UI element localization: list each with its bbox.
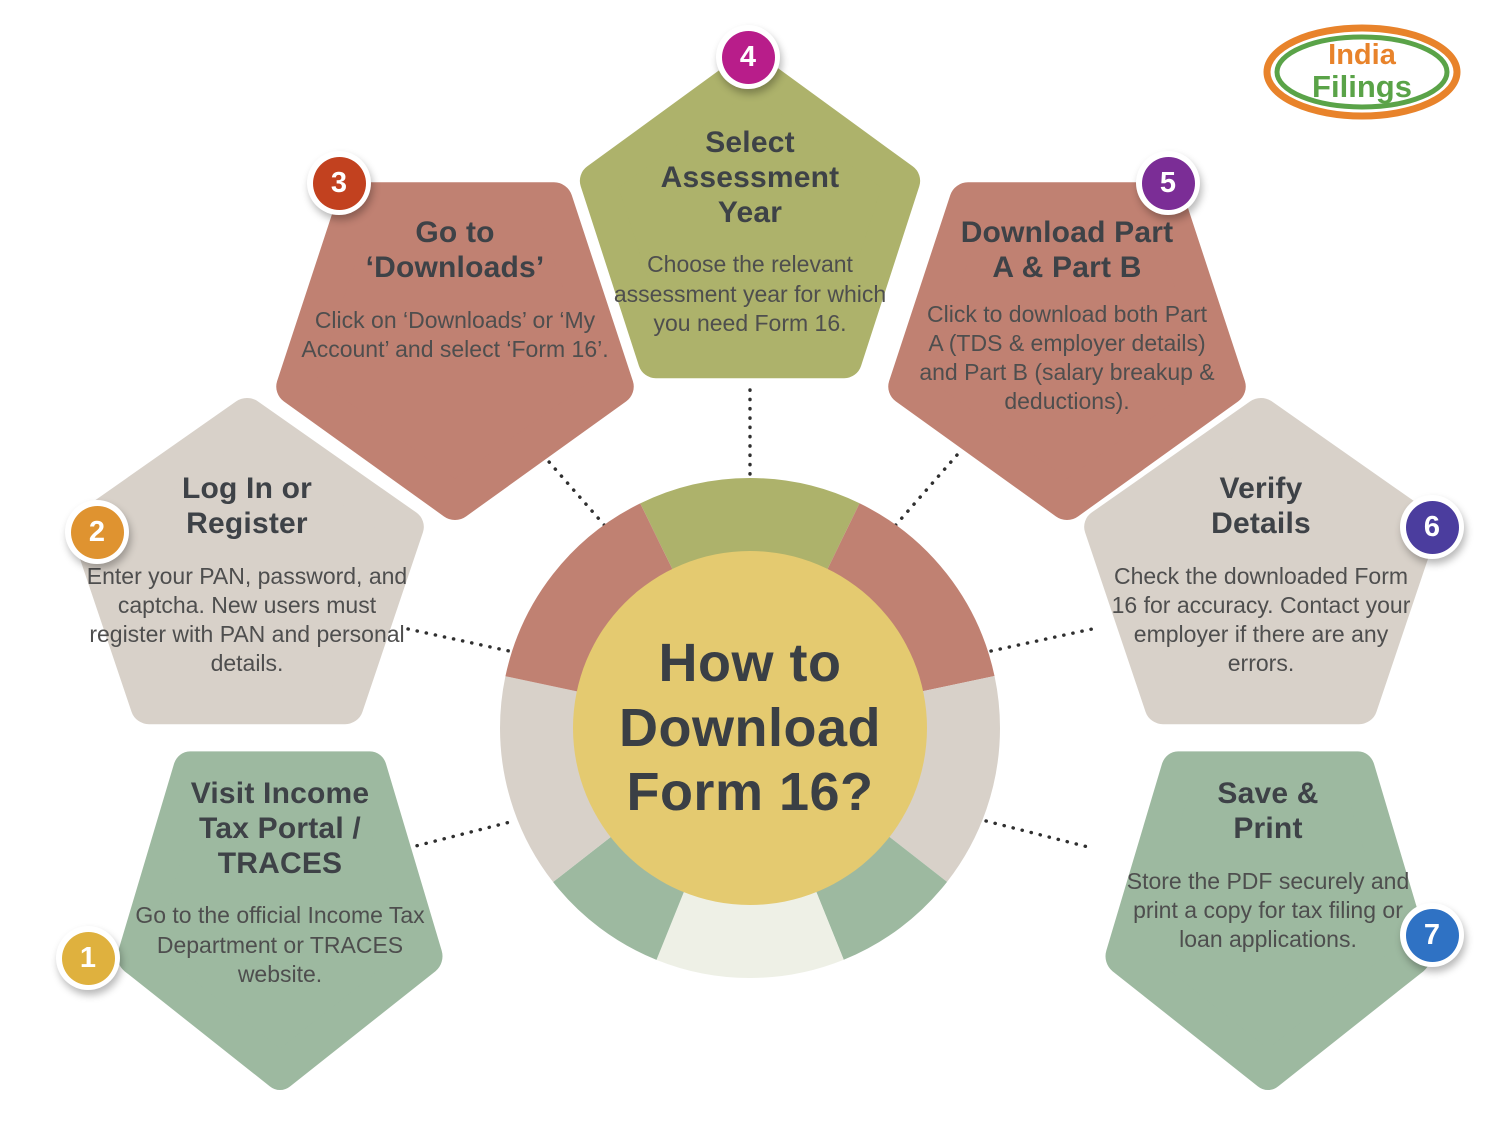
logo-ellipse — [1263, 24, 1461, 120]
step-description: Choose the relevant assessment year for … — [613, 251, 887, 336]
step-badge-3: 3 — [307, 151, 371, 215]
progress-ring — [500, 478, 1000, 978]
step-title: Log In or Register — [181, 472, 313, 540]
step-badge-1: 1 — [56, 926, 120, 990]
step-title: Save & Print — [1217, 777, 1319, 845]
connector-line-6 — [989, 627, 1094, 653]
step-badge-6: 6 — [1400, 495, 1464, 559]
connector-line-7 — [984, 819, 1094, 850]
indiafilings-logo: India Filings — [1262, 24, 1462, 120]
pentagon-shape — [1084, 398, 1438, 725]
step-description: Click to download both Part A (TDS & emp… — [919, 300, 1215, 415]
step-card-4: Select Assessment Year Choose the releva… — [572, 52, 928, 392]
pentagon-shape — [276, 182, 634, 520]
pentagon-shape — [117, 751, 443, 1090]
step-card-6: Verify Details Check the downloaded Form… — [1076, 398, 1446, 738]
logo-text-filings: Filings — [1312, 68, 1412, 104]
step-description: Enter your PAN, password, and captcha. N… — [86, 562, 408, 677]
step-badge-2: 2 — [65, 500, 129, 564]
step-number: 2 — [88, 515, 106, 548]
step-number: 1 — [79, 941, 97, 974]
step-description: Check the downloaded Form 16 for accurac… — [1111, 562, 1411, 677]
step-description: Click on ‘Downloads’ or ‘My Account’ and… — [301, 306, 609, 362]
step-number: 6 — [1423, 510, 1441, 543]
step-title: Visit Income Tax Portal / TRACES — [190, 777, 370, 880]
step-title: Go to ‘Downloads’ — [365, 216, 545, 284]
connector-line-1 — [406, 819, 516, 850]
connector-line-3 — [541, 453, 622, 545]
step-number: 3 — [330, 166, 348, 199]
center-title: How to Download Form 16? — [619, 632, 881, 823]
step-badge-7: 7 — [1400, 903, 1464, 967]
logo-text-india: India — [1328, 39, 1396, 72]
step-description: Store the PDF securely and print a copy … — [1126, 867, 1410, 952]
step-number: 5 — [1159, 166, 1177, 199]
step-number: 4 — [739, 40, 757, 73]
pentagon-shape — [888, 182, 1246, 520]
center-circle — [573, 551, 927, 905]
step-card-1: Visit Income Tax Portal / TRACES Go to t… — [110, 737, 450, 1090]
pentagon-shape — [579, 52, 921, 379]
step-description: Go to the official Income Tax Department… — [135, 902, 425, 987]
step-card-3: Go to ‘Downloads’ Click on ‘Downloads’ o… — [268, 168, 642, 520]
step-badge-5: 5 — [1136, 151, 1200, 215]
step-card-7: Save & Print Store the PDF securely and … — [1098, 737, 1438, 1090]
step-card-2: Log In or Register Enter your PAN, passw… — [62, 398, 432, 738]
pentagon-shape — [1105, 751, 1431, 1090]
step-title: Download Part A & Part B — [960, 216, 1174, 284]
step-badge-4: 4 — [716, 25, 780, 89]
step-title: Verify Details — [1211, 472, 1311, 540]
step-title: Select Assessment Year — [660, 126, 840, 229]
step-card-5: Download Part A & Part B Click to downlo… — [880, 168, 1254, 520]
connector-line-5 — [878, 453, 959, 545]
step-number: 7 — [1423, 918, 1441, 951]
connector-line-2 — [406, 627, 511, 653]
